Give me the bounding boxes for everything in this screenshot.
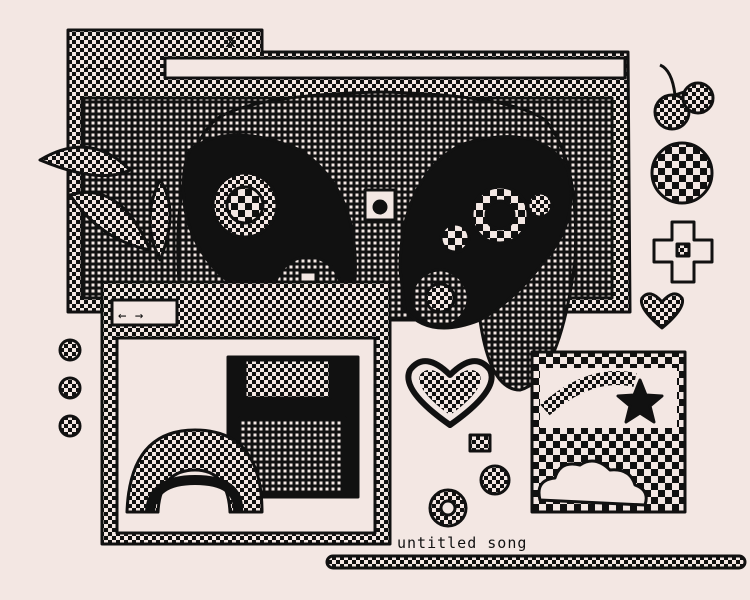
plant-icon [38,145,172,262]
striped-circle-icon [650,141,714,205]
floppy-disk-icon [226,355,360,499]
cloud-icon [537,459,648,507]
song-progress-bar[interactable] [325,554,747,570]
button-icon [479,464,511,496]
cherries-icon [653,63,715,131]
small-heart-icon [639,292,685,330]
dot-icon [58,414,82,438]
close-icon: x [225,31,236,52]
dot-icon [58,338,82,362]
small-button-icon [468,433,492,453]
front-browser-window: ← → [100,280,392,546]
music-window [530,350,687,514]
nav-arrows-icon: ← → [85,61,109,76]
nav-arrows-icon: ← → [118,308,143,324]
song-title: untitled song [397,534,528,552]
star-icon [616,378,664,424]
dot-icon [58,376,82,400]
